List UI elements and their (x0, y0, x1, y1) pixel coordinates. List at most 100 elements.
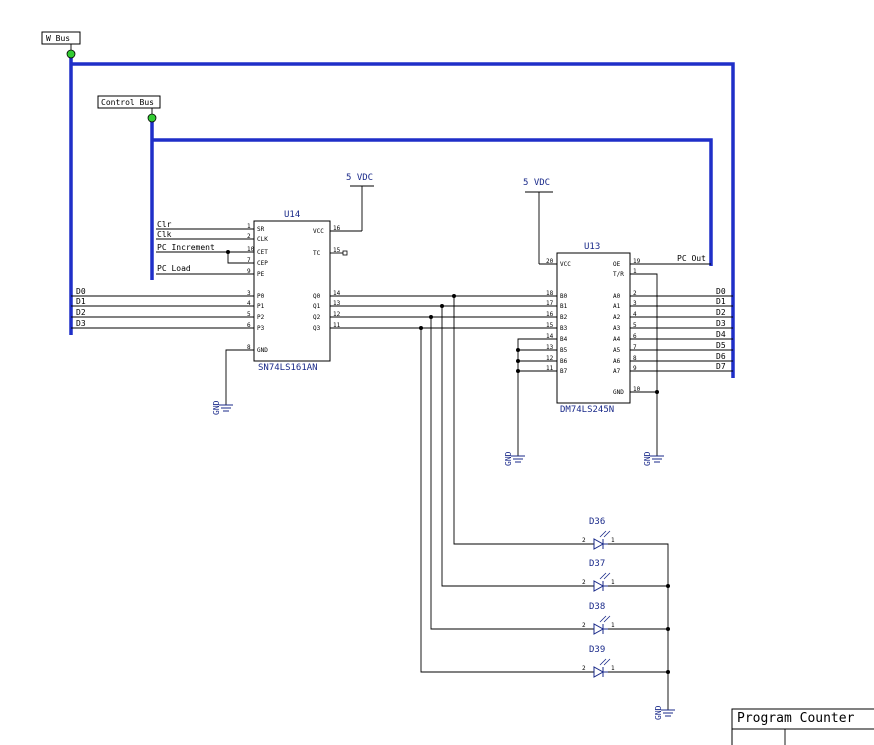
u13-ref: U13 (584, 242, 600, 252)
u13-pin-name-a4: A4 (613, 336, 621, 343)
ground-symbol-2: GND (504, 451, 525, 466)
u14-pin-name-sr: SR (257, 226, 265, 233)
u14-pin-name-pe: PE (257, 271, 265, 278)
u13-pin-num-5: 5 (633, 322, 637, 329)
u14-pin-num-9: 9 (247, 268, 251, 275)
u14-part: SN74LS161AN (258, 363, 318, 373)
title-block: Program Counter (731, 708, 874, 745)
u13-pin-name-a2: A2 (613, 314, 621, 321)
u13-pin-num-20: 20 (546, 258, 554, 265)
led-cathode-pin: 1 (611, 622, 615, 629)
u14-pin-num-14: 14 (333, 290, 341, 297)
led-anode-pin: 2 (582, 622, 586, 629)
u14-pin-num-4: 4 (247, 300, 251, 307)
u13-pin-num-16: 16 (546, 311, 554, 318)
w-bus-label-text: W Bus (46, 34, 70, 43)
w-bus-label: W Bus (41, 31, 81, 54)
u13-pin-name-b4: B4 (560, 336, 568, 343)
u13-pin-name-oe: OE (613, 261, 621, 268)
u14-signal-d2: D2 (76, 308, 86, 317)
u13-pin-num-13: 13 (546, 344, 554, 351)
u13-signal-d3: D3 (716, 319, 726, 328)
u14-signal-d3: D3 (76, 319, 86, 328)
u13-pin-name-gnd: GND (613, 389, 624, 396)
u13-pin-name-a3: A3 (613, 325, 621, 332)
vdc-right: 5 VDC (523, 178, 557, 265)
u14-pin-name-p0: P0 (257, 293, 265, 300)
ground-label: GND (504, 451, 513, 466)
u13-pin-name-a6: A6 (613, 358, 621, 365)
ground-symbol-4: GND (654, 705, 675, 720)
u13-pin-num-18: 18 (546, 290, 554, 297)
u13-pin-name-tr: T/R (613, 271, 624, 278)
ground-symbol-1: GND (212, 400, 233, 415)
u13-pin-name-b7: B7 (560, 368, 568, 375)
u13-pin-name-a7: A7 (613, 368, 621, 375)
u14-pin-num-6: 6 (247, 322, 251, 329)
u13-pin-num-12: 12 (546, 355, 554, 362)
w-bus-junction (66, 49, 76, 59)
control-bus-label-text: Control Bus (101, 98, 154, 107)
u14-pin-name-q2: Q2 (313, 314, 321, 321)
ground-label: GND (643, 451, 652, 466)
u14-pin-num-3: 3 (247, 290, 251, 297)
u13-pin-num-17: 17 (546, 300, 554, 307)
u14-pin-num-11: 11 (333, 322, 341, 329)
u13-pin-num-3: 3 (633, 300, 637, 307)
u13-pin-name-vcc: VCC (560, 261, 571, 268)
u13-pin-name-b5: B5 (560, 347, 568, 354)
u13-pin-name-a0: A0 (613, 293, 621, 300)
u13-pin-num-2: 2 (633, 290, 637, 297)
u14-signal-pc-increment: PC Increment (157, 243, 215, 252)
u14-pin-name-p2: P2 (257, 314, 265, 321)
u14-pin-name-tc: TC (313, 250, 321, 257)
u13-signal-d2: D2 (716, 308, 726, 317)
led-cathode-pin: 1 (611, 665, 615, 672)
u14-pin-name-p3: P3 (257, 325, 265, 332)
u14-pin-num-15: 15 (333, 247, 341, 254)
u14-pin-name-q3: Q3 (313, 325, 321, 332)
q-to-b-wires (330, 294, 594, 673)
u14-pin-num-12: 12 (333, 311, 341, 318)
vdc-left: 5 VDC (330, 173, 374, 232)
u14-pin-num-13: 13 (333, 300, 341, 307)
u13-pin-name-b1: B1 (560, 303, 568, 310)
ground-symbol-3: GND (643, 451, 664, 466)
led-ref-d37: D37 (589, 559, 605, 569)
led-anode-pin: 2 (582, 579, 586, 586)
u14-pin-name-cep: CEP (257, 260, 268, 267)
u14-pin-num-8: 8 (247, 344, 251, 351)
led-cathode-pin: 1 (611, 537, 615, 544)
u14-signal-d1: D1 (76, 297, 86, 306)
u13-pin-num-1: 1 (633, 268, 637, 275)
u13-pin-name-a1: A1 (613, 303, 621, 310)
u14-pin-name-q1: Q1 (313, 303, 321, 310)
u14-pin-name-p1: P1 (257, 303, 265, 310)
u14-ref: U14 (284, 210, 300, 220)
vdc-left-label: 5 VDC (346, 173, 373, 183)
u14-pin-num-7: 7 (247, 257, 251, 264)
u13-pin-name-b0: B0 (560, 293, 568, 300)
led-anode-pin: 2 (582, 537, 586, 544)
u13-signal-pc-out: PC Out (677, 254, 706, 263)
led-ref-d38: D38 (589, 602, 605, 612)
u14-pin-num-2: 2 (247, 233, 251, 240)
u13-pin-num-6: 6 (633, 333, 637, 340)
u13-pin-num-8: 8 (633, 355, 637, 362)
u13-pin-num-15: 15 (546, 322, 554, 329)
u13-pin-num-14: 14 (546, 333, 554, 340)
u14-signal-pc-load: PC Load (157, 264, 191, 273)
title-block-title: Program Counter (737, 711, 855, 726)
u13-part: DM74LS245N (560, 405, 614, 415)
u13-signal-d1: D1 (716, 297, 726, 306)
u13-signal-d7: D7 (716, 362, 726, 371)
u14-pin-num-5: 5 (247, 311, 251, 318)
u14-chip: U14 SN74LS161AN SR1CLK2CET10CEP7PE9P03P1… (71, 210, 348, 405)
w-bus (69, 54, 735, 378)
ground-symbols: GND GND GND GND (212, 400, 675, 720)
u14-pin-name-vcc: VCC (313, 228, 324, 235)
